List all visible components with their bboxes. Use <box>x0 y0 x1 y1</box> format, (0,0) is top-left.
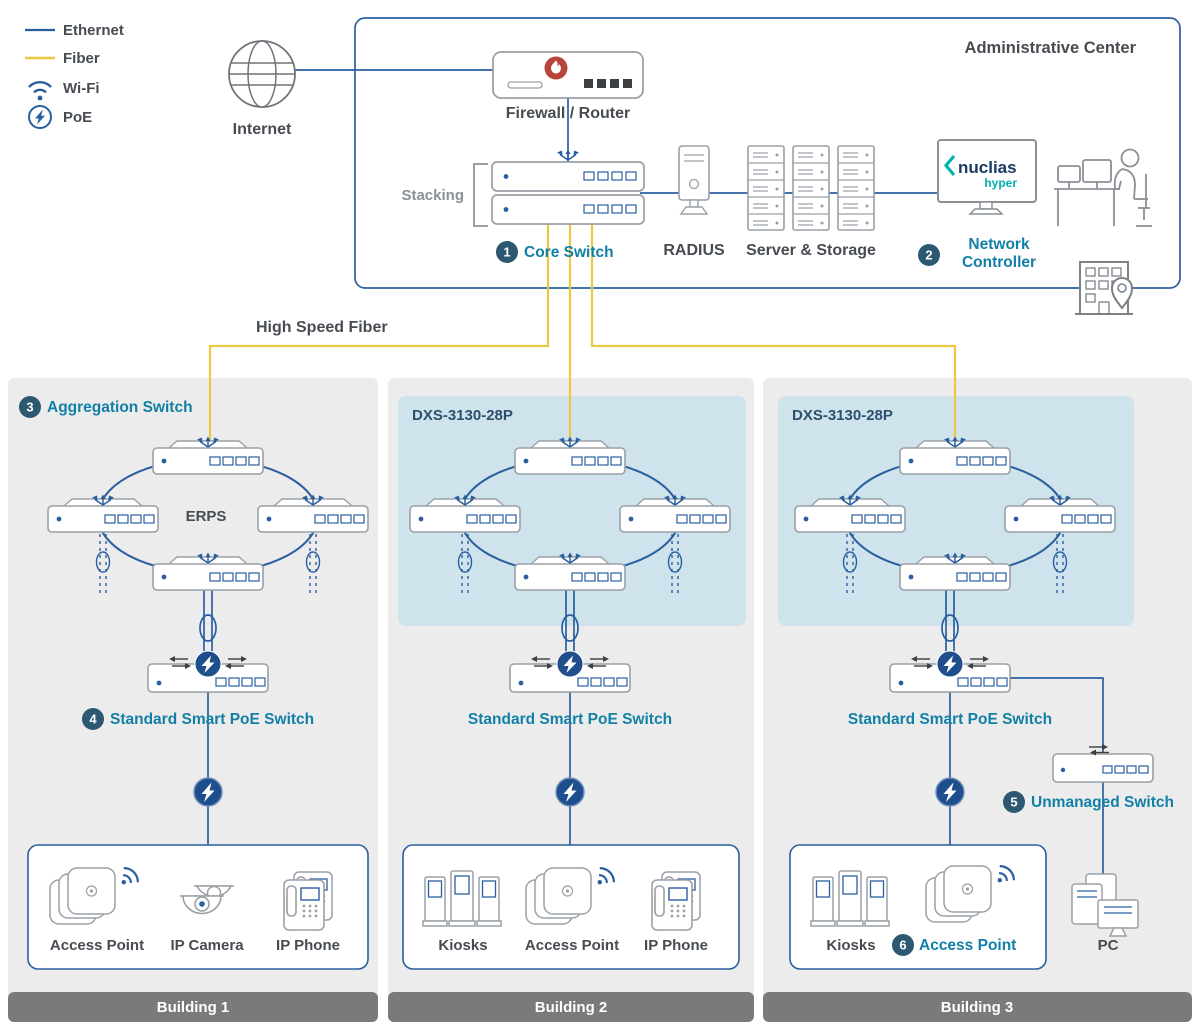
server-storage-label: Server & Storage <box>746 242 876 259</box>
campus-building-icon <box>1074 261 1134 315</box>
badge-1 <box>496 241 518 263</box>
b2-access-point-label: Access Point <box>525 937 619 954</box>
building3-footer-label: Building 3 <box>941 999 1014 1016</box>
badge-3 <box>19 396 41 418</box>
erps-label: ERPS <box>186 508 227 525</box>
b3-dxs-panel-label: DXS-3130-28P <box>792 407 893 424</box>
server-rack-icon <box>837 145 875 231</box>
aggregation-switch-label: Aggregation Switch <box>47 399 193 416</box>
internet-label: Internet <box>233 121 292 138</box>
legend: Ethernet Fiber Wi-Fi PoE <box>25 22 124 129</box>
building2-footer-label: Building 2 <box>535 999 608 1016</box>
b3-kiosks-label: Kiosks <box>826 937 875 954</box>
fiber-lines <box>208 220 957 458</box>
aggregation-switch-badge: 3 <box>26 400 33 415</box>
b1-ip-phone-icon <box>283 871 333 931</box>
server-rack-icon <box>792 145 830 231</box>
unmanaged-switch-label: Unmanaged Switch <box>1031 794 1174 811</box>
flame-icon <box>551 60 561 74</box>
stacking-label: Stacking <box>401 187 464 204</box>
b2-poe-icon <box>555 777 585 807</box>
b2-dxs-panel-label: DXS-3130-28P <box>412 407 513 424</box>
building2-dxs-panel <box>398 396 746 626</box>
admin-center-title: Administrative Center <box>965 39 1137 57</box>
b3-access-point-badge: 6 <box>899 938 906 953</box>
core-switch-label: Core Switch <box>524 244 614 261</box>
poe-icon <box>28 105 52 129</box>
legend-poe-label: PoE <box>63 109 92 126</box>
stacking-bracket <box>473 163 488 227</box>
fiber-core-building1 <box>208 220 550 458</box>
building2-footer-bar <box>388 992 754 1022</box>
b1-poe-icon <box>193 777 223 807</box>
b2-ip-phone-label: IP Phone <box>644 937 708 954</box>
legend-fiber-label: Fiber <box>63 50 100 67</box>
building3-footer-bar <box>763 992 1192 1022</box>
b2-poe-switch-label: Standard Smart PoE Switch <box>468 711 672 728</box>
network-controller-badge: 2 <box>925 248 932 263</box>
b1-access-point-label: Access Point <box>50 937 144 954</box>
b1-poe-switch-badge: 4 <box>89 712 97 727</box>
badge-4 <box>82 708 104 730</box>
high-speed-fiber-label: High Speed Fiber <box>256 319 388 336</box>
badge-5 <box>1003 791 1025 813</box>
b3-kiosks-icon <box>810 870 890 927</box>
b3-access-point-label: Access Point <box>919 937 1016 954</box>
firewall-router-icon <box>492 51 644 99</box>
b2-ip-phone-icon <box>651 871 701 931</box>
internet-icon <box>228 40 296 108</box>
legend-wifi-label: Wi-Fi <box>63 80 100 97</box>
nuclias-brand-text: nuclias <box>958 158 1017 177</box>
b2-kiosks-label: Kiosks <box>438 937 487 954</box>
nuclias-sub-text: hyper <box>984 176 1017 190</box>
legend-ethernet-label: Ethernet <box>63 22 124 39</box>
fiber-core-building3 <box>590 220 957 458</box>
network-controller-monitor-icon <box>937 139 1037 215</box>
badge-6 <box>892 934 914 956</box>
radius-label: RADIUS <box>663 242 725 259</box>
firewall-label: Firewall / Router <box>506 105 630 122</box>
network-controller-label-line2: Controller <box>962 254 1036 271</box>
badge-2 <box>918 244 940 266</box>
b2-kiosks-icon <box>422 870 502 927</box>
b3-pc-label: PC <box>1098 937 1119 954</box>
link-b3-poe-unmanaged <box>1005 677 1104 752</box>
core-switch-badge: 1 <box>503 245 510 260</box>
b3-poe-icon <box>935 777 965 807</box>
wifi-icon <box>28 81 52 101</box>
b1-ip-phone-label: IP Phone <box>276 937 340 954</box>
b1-poe-switch-label: Standard Smart PoE Switch <box>110 711 314 728</box>
b1-ip-camera-label: IP Camera <box>170 937 244 954</box>
nuclias-chevron-icon <box>943 154 956 177</box>
building1-footer-bar <box>8 992 378 1022</box>
core-switch-icon <box>473 148 645 227</box>
step-badges <box>19 241 1025 956</box>
b3-poe-switch-label: Standard Smart PoE Switch <box>848 711 1052 728</box>
unmanaged-switch-badge: 5 <box>1010 795 1017 810</box>
building1-footer-label: Building 1 <box>157 999 230 1016</box>
network-controller-label-line1: Network <box>968 236 1030 253</box>
server-rack-icon <box>747 145 785 231</box>
building3-dxs-panel <box>778 396 1134 626</box>
